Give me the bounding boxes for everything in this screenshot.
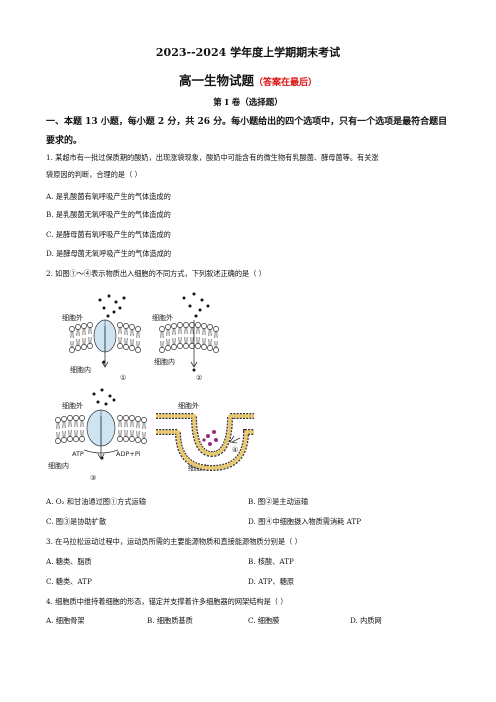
panel3-number: ③ bbox=[90, 474, 96, 482]
q2-option-a: A. O₂ 和甘油通过图①方式运输 bbox=[46, 497, 146, 506]
adp-label: ADP+Pi bbox=[116, 450, 141, 458]
panel-3-active-transport: 细胞外 细胞内 ③ ATP ADP+Pi bbox=[48, 388, 147, 482]
panel-4-endocytosis: 细胞外 细胞内 ④ bbox=[156, 401, 254, 472]
q3-option-a: A. 糖类、脂质 bbox=[46, 557, 92, 566]
panel2-outside-label: 细胞外 bbox=[152, 313, 173, 322]
panel3-inside-label: 细胞内 bbox=[48, 461, 69, 470]
panel3-membrane bbox=[55, 409, 147, 460]
panel4-outside-label: 细胞外 bbox=[178, 401, 199, 410]
q4-option-d: D. 内质网 bbox=[350, 616, 382, 625]
q3-option-d: D. ATP、糖原 bbox=[248, 577, 295, 586]
panel3-outside-label: 细胞外 bbox=[62, 401, 83, 410]
q4-option-c: C. 细胞膜 bbox=[248, 616, 280, 625]
q1-option-a: A. 是乳酸菌有氧呼吸产生的气体造成的 bbox=[46, 192, 171, 201]
q1-stem-line2: 袋原因的判断，合理的是（ ） bbox=[46, 170, 142, 179]
q3-option-c: C. 糖类、ATP bbox=[46, 577, 92, 586]
atp-label: ATP bbox=[72, 450, 84, 458]
panel2-number: ② bbox=[196, 374, 202, 382]
panel2-membrane bbox=[159, 320, 219, 368]
q1-option-d: D. 是酵母菌无氧呼吸产生的气体造成的 bbox=[46, 249, 172, 258]
part-heading: 第 I 卷（选择题） bbox=[213, 98, 283, 108]
q2-stem: 2. 如图①～④表示物质出入细胞的不同方式，下列叙述正确的是（ ） bbox=[46, 269, 266, 278]
panel1-outside-label: 细胞外 bbox=[62, 313, 83, 322]
q1-option-c: C. 是酵母菌有氧呼吸产生的气体造成的 bbox=[46, 230, 171, 239]
panel4-cargo bbox=[202, 430, 218, 446]
panel1-inside-label: 细胞内 bbox=[70, 365, 91, 374]
exam-subtitle: 高一生物试题（答案在最后） bbox=[0, 70, 496, 89]
panel2-molecules bbox=[182, 292, 210, 372]
panel-1-free-diffusion: 细胞外 细胞内 ① 细胞外 细胞内 ② bbox=[62, 292, 219, 382]
section-instruction: 一、本题 13 小题，每小题 2 分，共 26 分。每小题给出的四个选项中，只有… bbox=[46, 117, 448, 146]
panel4-number: ④ bbox=[232, 446, 238, 454]
q1-option-b: B. 是乳酸菌无氧呼吸产生的气体造成的 bbox=[46, 210, 171, 219]
q4-option-a: A. 细胞骨架 bbox=[46, 616, 85, 625]
q2-option-c: C. 图③是协助扩散 bbox=[46, 517, 107, 526]
q1-stem-line1: 1. 某超市有一批过保质期的酸奶，出现涨袋现象，酸奶中可能含有的微生物有乳酸菌、… bbox=[46, 153, 379, 162]
q2-option-b: B. 图②是主动运输 bbox=[248, 497, 309, 506]
transport-figure: 细胞外 细胞内 ① 细胞外 细胞内 ② bbox=[48, 292, 254, 482]
panel1-molecules bbox=[98, 294, 126, 364]
panel1-membrane bbox=[69, 319, 141, 368]
subject-name: 高一生物试题 bbox=[178, 73, 254, 88]
q4-option-b: B. 细胞质基质 bbox=[147, 616, 193, 625]
q2-option-d: D. 图④中细胞摄入物质需消耗 ATP bbox=[248, 517, 362, 526]
q3-stem: 3. 在马拉松运动过程中，运动员所需的主要能源物质和直接能源物质分别是（ ） bbox=[46, 537, 302, 546]
exam-title: 2023--2024 学年度上学期期末考试 bbox=[155, 46, 341, 59]
q4-stem: 4. 细胞质中维持着细胞的形态，锚定并支撑着许多细胞器的网架结构是（ ） bbox=[46, 597, 288, 606]
panel2-inside-label: 细胞内 bbox=[154, 357, 175, 366]
answer-note: （答案在最后） bbox=[254, 78, 318, 88]
q3-option-b: B. 核酸、ATP bbox=[248, 557, 294, 566]
panel1-number: ① bbox=[120, 374, 126, 382]
